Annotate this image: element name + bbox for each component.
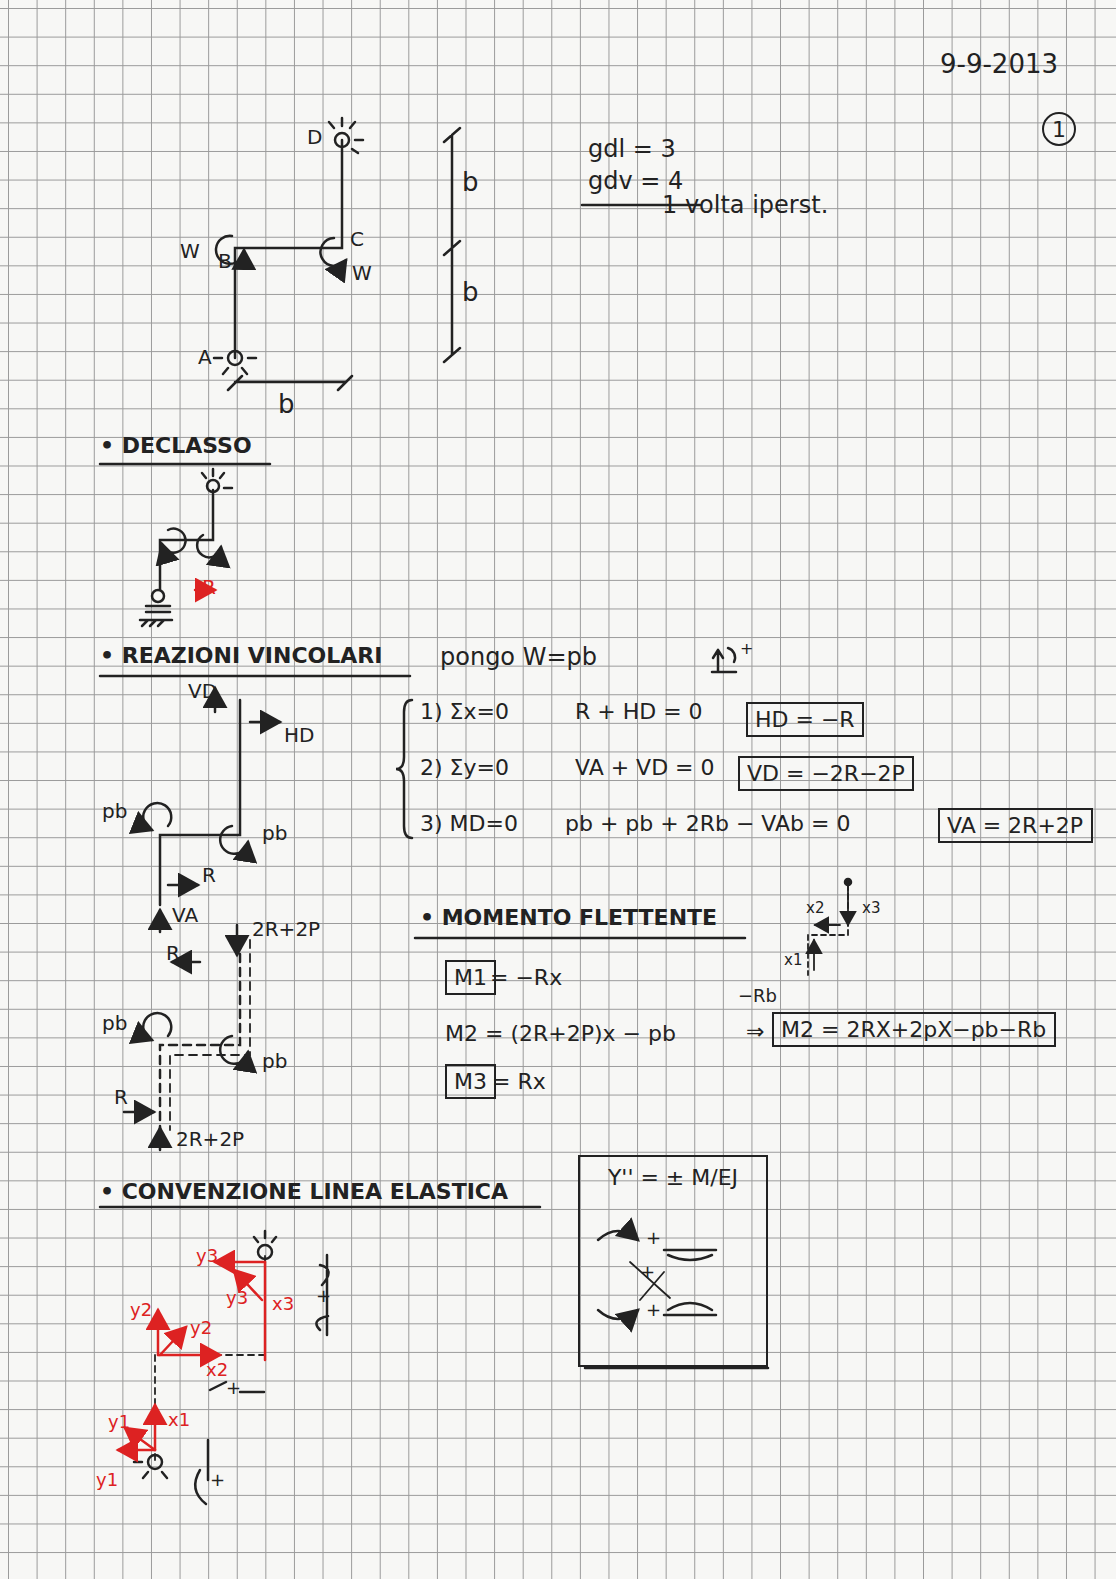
handwritten-label: x1 <box>784 952 802 969</box>
result-box: M1 <box>445 960 496 995</box>
handwritten-label: y2 <box>130 1300 152 1320</box>
handwritten-label: 1 volta iperst. <box>662 192 828 218</box>
handwritten-label: M2 = (2R+2P)x − pb <box>445 1022 676 1046</box>
handwritten-label: y2 <box>190 1318 212 1338</box>
handwritten-label: x3 <box>272 1294 294 1314</box>
handwritten-label: pb <box>262 822 287 844</box>
handwritten-label: −Rb <box>738 986 777 1006</box>
handwritten-label: = Rx <box>492 1070 546 1094</box>
handwritten-label: x2 <box>806 900 824 917</box>
handwritten-label: + <box>640 1262 655 1282</box>
handwritten-label: R <box>202 576 216 598</box>
handwritten-label: C <box>350 228 364 250</box>
handwritten-label: gdv = 4 <box>588 168 683 194</box>
handwritten-label: W <box>352 262 372 284</box>
handwritten-label: gdl = 3 <box>588 136 676 162</box>
handwritten-label: R <box>114 1086 128 1108</box>
handwritten-label: VA + VD = 0 <box>575 756 715 780</box>
result-box: VD = −2R−2P <box>738 756 914 791</box>
handwritten-label: x3 <box>862 900 880 917</box>
handwritten-label: pb + pb + 2Rb − VAb = 0 <box>565 812 850 836</box>
handwritten-label: R <box>202 864 216 886</box>
box-text: M2 = 2RX+2pX−pb−Rb <box>781 1017 1046 1042</box>
box-text: VA = 2R+2P <box>947 813 1083 838</box>
handwritten-label: 2) Σy=0 <box>420 756 509 780</box>
handwritten-label: R <box>166 942 180 964</box>
handwritten-label: b <box>462 278 479 307</box>
handwritten-label: 2R+2P <box>176 1128 244 1150</box>
box-text: M3 <box>454 1069 487 1094</box>
box-text: VD = −2R−2P <box>747 761 905 786</box>
handwritten-label: + <box>646 1228 661 1248</box>
handwritten-label: + <box>210 1470 225 1490</box>
handwritten-label: HD <box>284 724 314 746</box>
handwritten-label: + <box>226 1378 241 1398</box>
handwritten-label: pongo W=pb <box>440 644 597 670</box>
handwritten-label: • MOMENTO FLETTENTE <box>420 906 717 930</box>
handwritten-label: 3) MD=0 <box>420 812 518 836</box>
handwritten-label: R + HD = 0 <box>575 700 703 724</box>
handwritten-label: 2R+2P <box>252 918 320 940</box>
page-number-circle: 1 <box>1042 112 1076 146</box>
box-text: Y'' = ± M/EJ <box>608 1165 738 1190</box>
handwritten-label: y3 <box>196 1246 218 1266</box>
handwritten-label: • DECLASSO <box>100 434 252 458</box>
handwritten-label: D <box>307 126 322 148</box>
handwritten-label: y1 <box>96 1470 118 1490</box>
result-box: M2 = 2RX+2pX−pb−Rb <box>772 1012 1056 1047</box>
result-box: HD = −R <box>746 702 864 737</box>
handwritten-label: ⇒ <box>746 1020 764 1044</box>
handwritten-label: VA <box>172 904 198 926</box>
result-box: VA = 2R+2P <box>938 808 1093 843</box>
handwritten-label: W <box>180 240 200 262</box>
handwritten-label: 1) Σx=0 <box>420 700 509 724</box>
handwritten-label: b <box>462 168 479 197</box>
handwritten-label: x2 <box>206 1360 228 1380</box>
handwritten-label: + <box>316 1286 331 1306</box>
handwritten-label: x1 <box>168 1410 190 1430</box>
handwritten-label: + <box>646 1300 661 1320</box>
handwritten-label: y1 <box>108 1412 130 1432</box>
handwritten-label: y3 <box>226 1288 248 1308</box>
handwritten-label: • REAZIONI VINCOLARI <box>100 644 382 668</box>
handwritten-label: pb <box>102 800 127 822</box>
handwritten-label: = −Rx <box>490 966 562 990</box>
handwritten-label: pb <box>262 1050 287 1072</box>
box-text: 1 <box>1052 117 1066 142</box>
result-box: Y'' = ± M/EJ <box>578 1155 768 1367</box>
handwritten-label: A <box>198 346 212 368</box>
handwritten-label: B <box>218 250 232 272</box>
handwritten-label: 9-9-2013 <box>940 50 1058 79</box>
handwritten-label: pb <box>102 1012 127 1034</box>
result-box: M3 <box>445 1064 496 1099</box>
box-text: M1 <box>454 965 487 990</box>
handwritten-label: • CONVENZIONE LINEA ELASTICA <box>100 1180 508 1204</box>
handwritten-label: + <box>740 640 753 658</box>
box-text: HD = −R <box>755 707 855 732</box>
handwritten-label: VD <box>188 680 217 702</box>
handwritten-label: b <box>278 390 295 419</box>
